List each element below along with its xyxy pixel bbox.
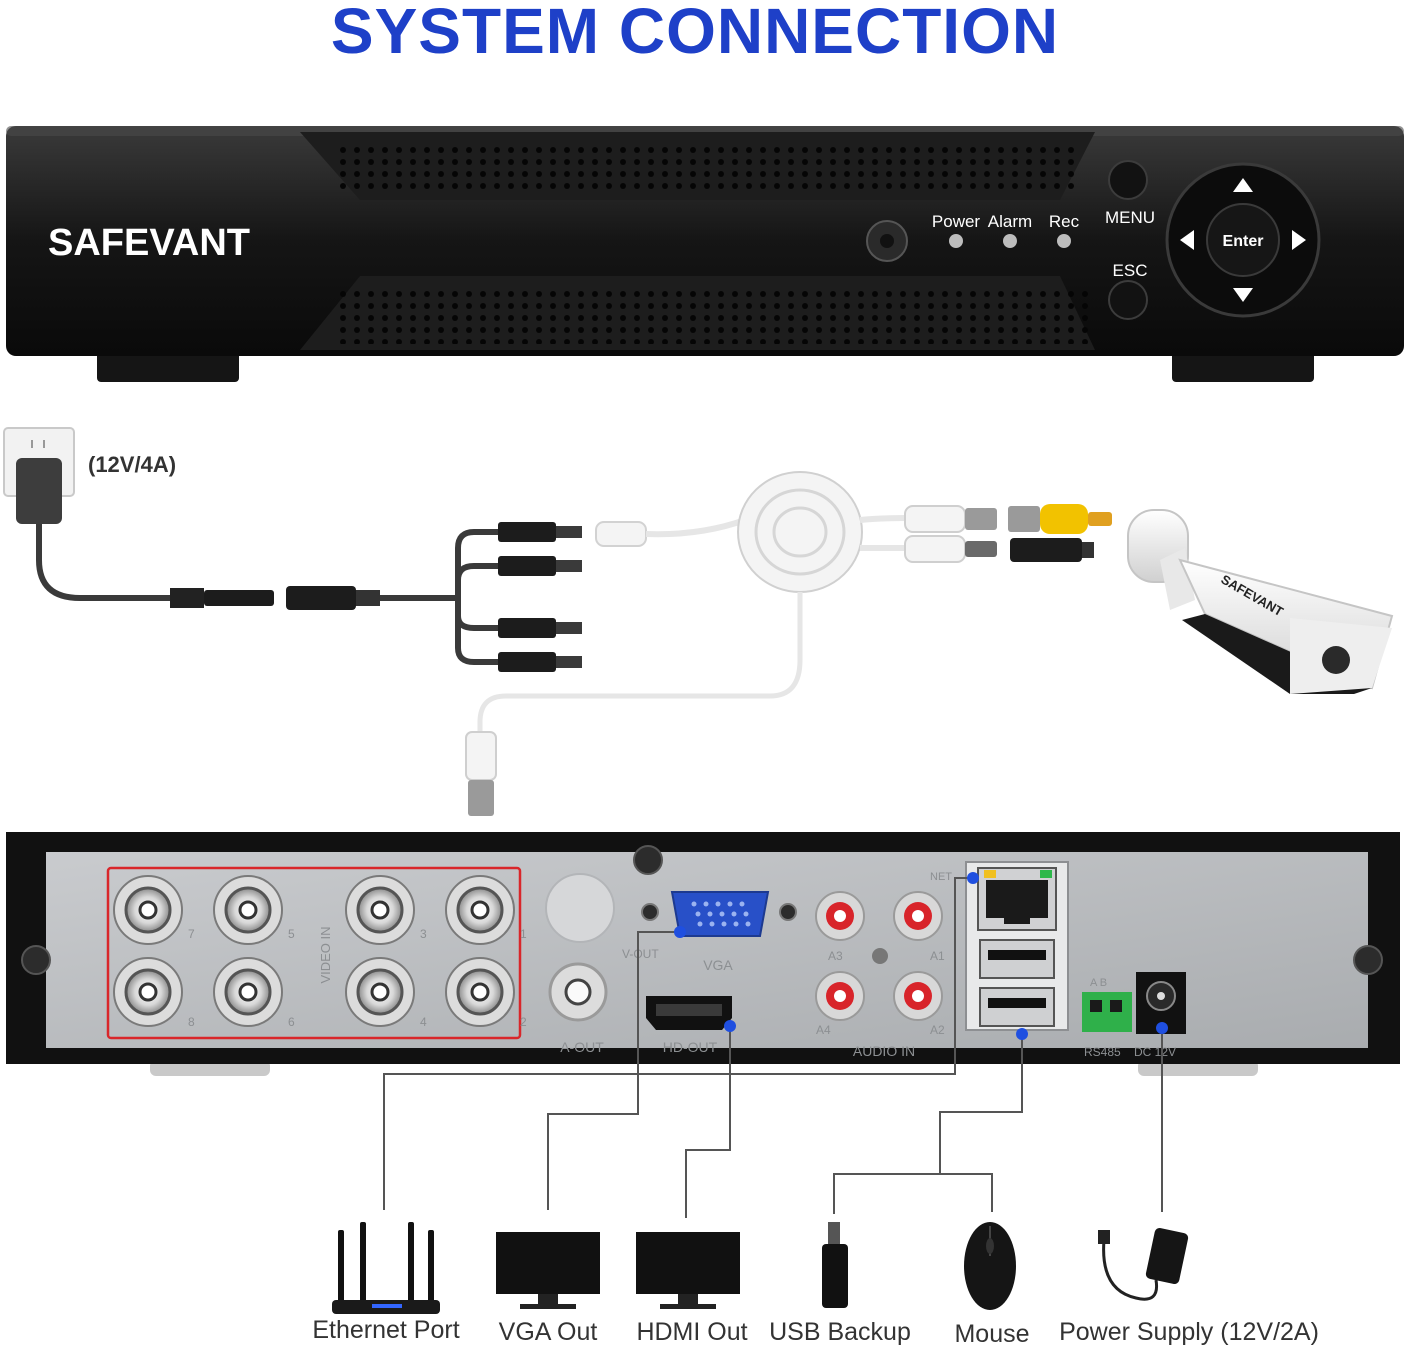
menu-label: MENU [1105,208,1155,227]
bnc-channel-number: 3 [420,927,427,941]
vga-label: VGA [703,957,733,973]
bnc-port-pin [470,982,490,1002]
page-title: SYSTEM CONNECTION [330,0,1060,67]
device-label-hdmi: HDMI Out [636,1318,748,1346]
adapter-brick-icon [16,458,62,524]
video-in-highlight-box [106,866,522,1040]
adapter-rating-label: (12V/4A) [88,452,176,477]
audio-a1-label: A1 [930,949,945,963]
bnc-channel-number: 6 [288,1015,295,1029]
bnc-port-pin [138,982,158,1002]
menu-button[interactable] [1108,160,1148,200]
siamese-cable [465,471,997,816]
bnc-port-pin [238,900,258,920]
top-vent-holes [340,142,1080,192]
power-led-label: Power [932,212,981,231]
device-label-ethernet: Ethernet Port [312,1316,460,1344]
rs485-ab-label: A B [1090,977,1107,989]
hdmi-monitor-icon [636,1232,740,1309]
camera-pigtail [1008,504,1112,562]
rec-led [1057,234,1071,248]
power-supply-icon [1098,1227,1189,1301]
down-arrow-icon [1233,288,1253,302]
vga-monitor-icon [496,1232,600,1309]
audio-a4-label: A4 [816,1023,831,1037]
device-label-power-supply: Power Supply (12V/2A) [1059,1318,1319,1346]
bullet-camera [1127,509,1394,694]
bnc-port-pin [470,900,490,920]
device-label-usb: USB Backup [769,1318,911,1346]
rear-connectors [545,861,1186,1034]
bnc-channel-number: 5 [288,927,295,941]
dvr-front-panel [6,126,1404,382]
esc-label: ESC [1113,261,1148,280]
top-screw-icon [633,845,663,875]
rs485-terminal [1082,992,1132,1032]
connection-wires [383,877,1163,1218]
esc-button[interactable] [1108,280,1148,320]
dc-plug [170,588,204,608]
rec-led-label: Rec [1049,212,1080,231]
device-label-vga: VGA Out [498,1318,598,1346]
bnc-port-pin [370,900,390,920]
enter-button[interactable] [1206,203,1280,277]
bnc-port-pin [138,900,158,920]
audio-a3-label: A3 [828,949,843,963]
alarm-led [1003,234,1017,248]
rs485-label: RS485 [1084,1045,1121,1059]
up-arrow-icon [1233,178,1253,192]
connector-dots [674,872,1168,1040]
enter-label: Enter [1223,233,1264,250]
v-out-label: V-OUT [622,947,659,961]
mouse-icon [964,1222,1016,1310]
wire-usb [833,1034,1023,1214]
audio-in-ports [815,891,943,1021]
v-out-port [641,903,659,921]
camera-lens-icon [1322,646,1350,674]
power-adapter-wall-plug [3,427,582,672]
front-brand-logo: SAFEVANT [48,222,250,264]
hd-out-label: HD-OUT [663,1039,718,1055]
audio-in-label: AUDIO IN [853,1043,915,1059]
left-screw-icon [21,945,51,975]
bnc-channel-number: 2 [520,1015,527,1029]
a-out-label: A-OUT [560,1039,604,1055]
bnc-port-pin [238,982,258,1002]
wire-vga [547,931,680,1210]
bottom-vent-holes [340,288,1090,344]
video-in-label: VIDEO IN [318,926,333,983]
usb-drive-icon [822,1222,848,1308]
bnc-channel-number: 7 [188,927,195,941]
right-arrow-icon [1292,230,1306,250]
dc-12v-label: DC 12V [1134,1045,1176,1059]
left-arrow-icon [1180,230,1194,250]
alarm-led-label: Alarm [988,212,1032,231]
fan-window [545,873,615,943]
bnc-channel-number: 8 [188,1015,195,1029]
right-screw-icon [1353,945,1383,975]
audio-a2-label: A2 [930,1023,945,1037]
power-led [949,234,963,248]
dc-jack [286,586,356,610]
bnc-channel-number: 1 [520,927,527,941]
bnc-channel-number: 4 [420,1015,427,1029]
net-label: NET [930,871,952,883]
router-icon [332,1222,440,1314]
wire-hdmi [685,1026,731,1218]
bnc-video-inputs: 7 5 3 1 8 6 4 2 [113,875,527,1029]
wire-mouse [940,1173,993,1212]
device-label-mouse: Mouse [954,1320,1030,1348]
bnc-port-pin [370,982,390,1002]
wire-ethernet [383,877,973,1210]
